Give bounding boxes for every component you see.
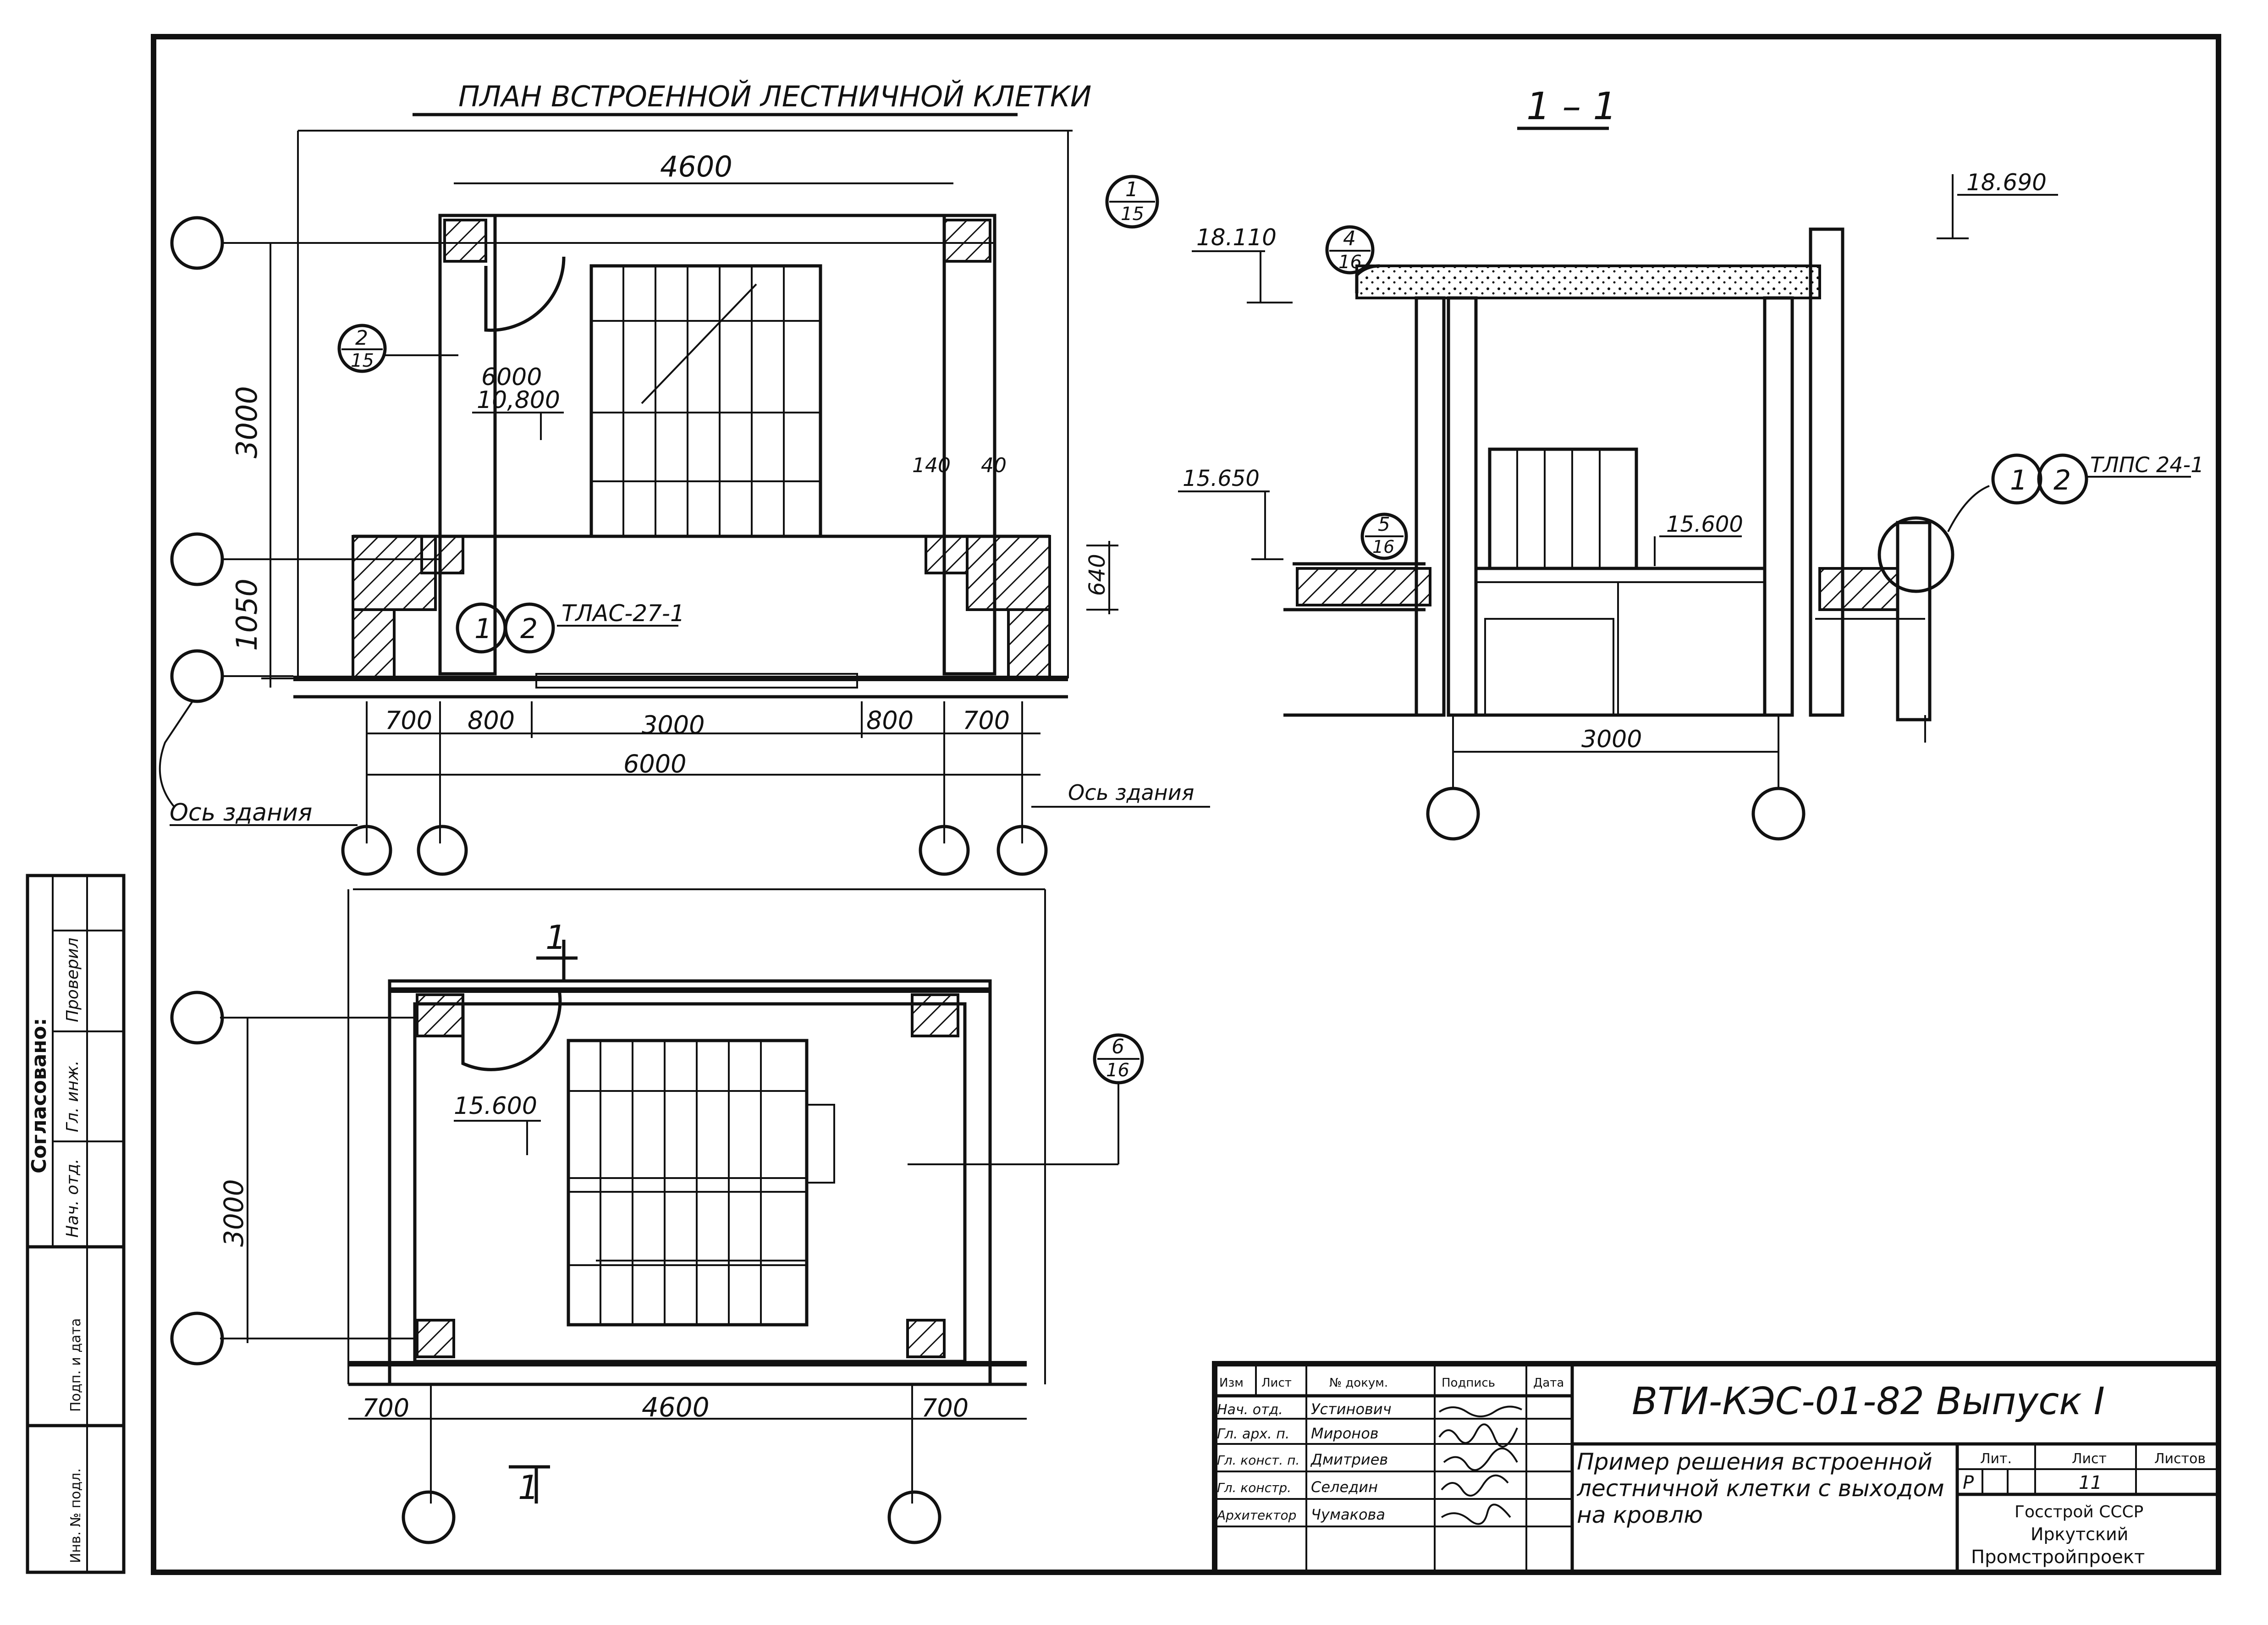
side-stamp-cell-2: Инв. № подл. <box>68 1468 84 1563</box>
title-block-code: ВТИ-КЭС-01-82 Выпуск I <box>1632 1380 2105 1423</box>
section-level-roof: 18.110 <box>1196 224 1277 251</box>
plan-dim-800-left: 800 <box>468 706 515 735</box>
plan2-dim-4600: 4600 <box>642 1392 710 1423</box>
title-block-role-4: Архитектор <box>1216 1508 1296 1523</box>
plan-callout-2-15-top: 2 <box>355 326 368 350</box>
title-block-role-1: Гл. арх. п. <box>1217 1426 1289 1442</box>
title-block-header-4: Дата <box>1533 1376 1564 1390</box>
plan-dim-4600: 4600 <box>660 150 732 183</box>
title-block-role-2: Гл. конст. п. <box>1217 1453 1299 1468</box>
plan2-level: 15.600 <box>454 1092 537 1120</box>
sheet-frame <box>151 34 2221 1575</box>
side-stamp-row-1: Нач. отд. <box>63 1158 82 1238</box>
plan-dim-6000: 6000 <box>623 749 686 778</box>
plan-level-top: 6000 <box>481 364 542 391</box>
plan-dim-140: 140 <box>912 454 951 477</box>
section-title: 1 – 1 <box>1526 85 1617 128</box>
section-callout-5-16-top: 5 <box>1378 513 1390 535</box>
title-block-role-0: Нач. отд. <box>1217 1402 1283 1418</box>
plan2-callout-6-16-top: 6 <box>1112 1035 1124 1058</box>
title-block-sheet-label: Лист <box>2072 1451 2107 1467</box>
plan-dim-700-left: 700 <box>385 706 432 735</box>
plan-title: ПЛАН ВСТРОЕННОЙ ЛЕСТНИЧНОЙ КЛЕТКИ <box>458 79 1091 113</box>
title-block-description: Пример решения встроенной лестничной кле… <box>1577 1449 1944 1528</box>
plan2-dim-3000: 3000 <box>218 1179 249 1247</box>
section-callout-4-16-top: 4 <box>1343 227 1356 250</box>
title-block-name-3: Селедин <box>1311 1478 1378 1496</box>
section-level-floor-left: 15.650 <box>1183 466 1260 491</box>
plan-level-bottom: 10,800 <box>477 386 560 414</box>
plan-node-1: 1 <box>474 613 492 645</box>
section-dim-3000: 3000 <box>1581 726 1642 753</box>
side-stamp-cell-1: Подп. и дата <box>68 1318 84 1412</box>
section-node-label: ТЛПС 24-1 <box>2090 452 2204 477</box>
plan-dim-3000-vertical: 3000 <box>230 386 264 458</box>
plan-callout-1-15-top: 1 <box>1125 178 1138 201</box>
title-block-name-0: Устинович <box>1311 1400 1392 1418</box>
plan2-view: 1 15.600 6 16 <box>170 888 1144 1544</box>
title-block-org-line2: Иркутский <box>2031 1524 2128 1544</box>
title-block: Изм Лист № докум. Подпись Дата Нач. отд.… <box>1212 1361 2221 1575</box>
side-stamp-row-3: Проверил <box>63 937 82 1022</box>
section-level-floor: 15.600 <box>1666 512 1743 537</box>
title-block-lit-value: Р <box>1963 1472 1974 1493</box>
plan-view: ПЛАН ВСТРОЕННОЙ ЛЕСТНИЧНОЙ КЛЕТКИ 4600 <box>159 79 1210 876</box>
plan-axis-left-label: Ось здания <box>170 799 312 826</box>
title-block-header-2: № докум. <box>1329 1376 1388 1390</box>
side-stamp-title: Согласовано: <box>28 1018 51 1174</box>
section-level-roof-top: 18.690 <box>1966 169 2047 196</box>
title-block-header-0: Изм <box>1219 1376 1244 1390</box>
section-node-1: 1 <box>2010 464 2027 496</box>
title-block-sheets-label: Листов <box>2154 1451 2206 1467</box>
title-block-header-1: Лист <box>1261 1376 1292 1390</box>
section-view: 1 – 1 18.690 18.110 4 16 <box>1178 85 2204 841</box>
plan-node-label: ТЛАС-27-1 <box>561 600 685 627</box>
title-block-org-line1: Госстрой СССР <box>2015 1503 2143 1521</box>
plan-callout-2-15-bottom: 15 <box>351 350 374 371</box>
plan2-dim-700-right: 700 <box>921 1394 969 1422</box>
section-callout-5-16-bottom: 16 <box>1372 537 1394 557</box>
plan-dim-700-right: 700 <box>963 706 1010 735</box>
title-block-header-3: Подпись <box>1442 1376 1495 1390</box>
plan-dim-1050: 1050 <box>230 578 264 651</box>
side-stamp: Согласовано: Нач. отд. Гл. инж. Проверил… <box>26 874 126 1574</box>
plan-node-2: 2 <box>520 613 538 645</box>
plan-dim-3000-horizontal: 3000 <box>642 711 705 739</box>
plan-dim-800-right: 800 <box>866 706 914 735</box>
title-block-lit-label: Лит. <box>1980 1451 2012 1467</box>
side-stamp-row-2: Гл. инж. <box>63 1060 82 1132</box>
plan-axis-right-label: Ось здания <box>1068 780 1194 805</box>
plan2-callout-6-16-bottom: 16 <box>1106 1060 1129 1081</box>
title-block-sheet-value: 11 <box>2079 1472 2102 1493</box>
plan-stair-treads <box>591 266 820 536</box>
plan-dim-640: 640 <box>1084 554 1110 596</box>
plan-callout-1-15-bottom: 15 <box>1121 204 1144 225</box>
title-block-name-2: Дмитриев <box>1310 1451 1388 1468</box>
plan-dim-40: 40 <box>981 454 1007 477</box>
plan2-dim-700-left: 700 <box>362 1394 409 1422</box>
title-block-org-line3: Промстройпроект <box>1971 1547 2145 1568</box>
title-block-role-3: Гл. констр. <box>1217 1480 1291 1495</box>
section-node-2: 2 <box>2053 464 2071 496</box>
title-block-name-4: Чумакова <box>1311 1506 1385 1523</box>
title-block-name-1: Миронов <box>1311 1425 1379 1442</box>
